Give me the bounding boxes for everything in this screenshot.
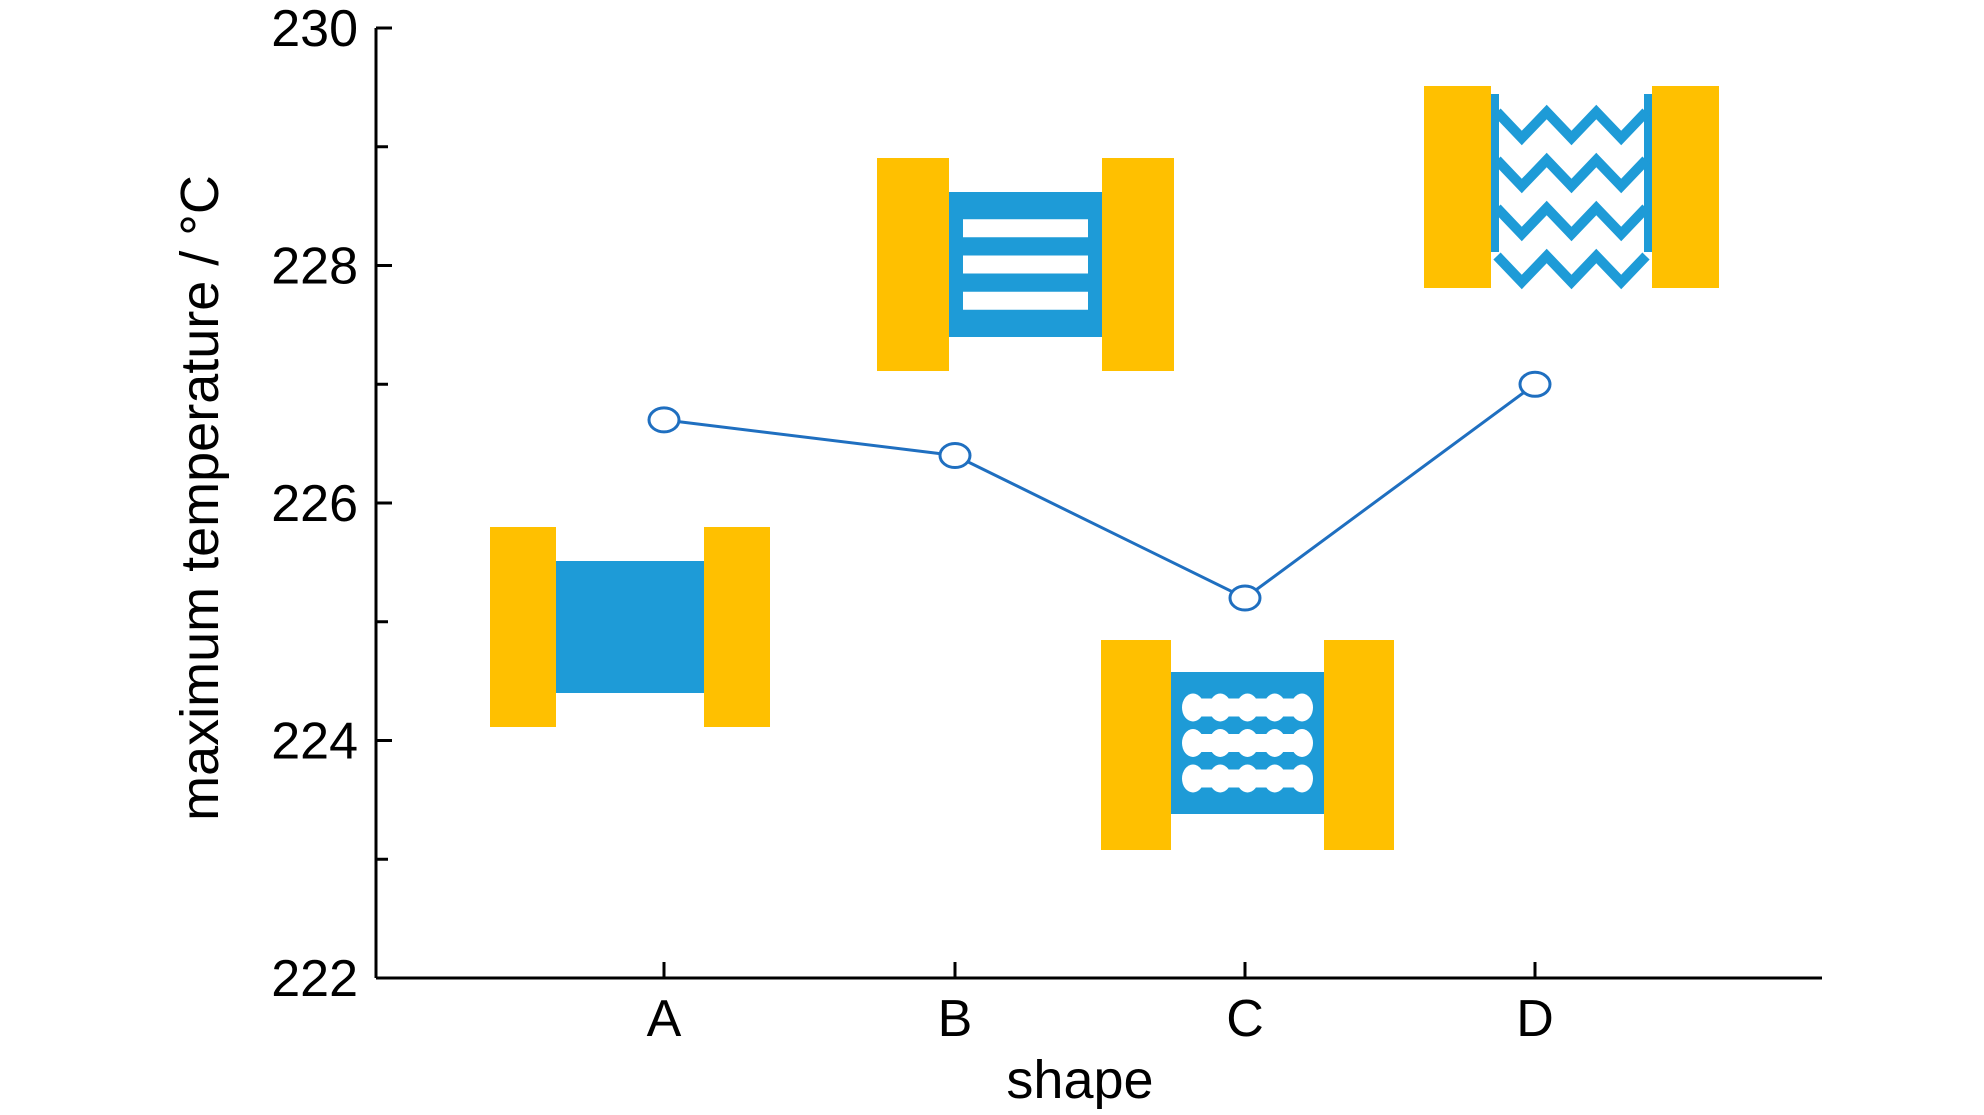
inset-bead — [1263, 693, 1286, 722]
x-tick-label: D — [1516, 990, 1554, 1048]
inset-shape-d — [1424, 86, 1719, 290]
inset-zigzag-strip — [1493, 200, 1650, 242]
y-axis-title: maximum temperature / °C — [170, 175, 230, 821]
series — [647, 370, 1552, 612]
inset-bead — [1236, 693, 1259, 722]
inset-slot — [963, 255, 1088, 274]
y-tick-label: 226 — [271, 475, 358, 533]
inset-right-electrode — [1324, 640, 1394, 850]
inset-bead — [1209, 764, 1232, 793]
inset-bead — [1291, 764, 1313, 793]
inset-slot — [963, 291, 1088, 310]
data-point-c — [1228, 584, 1262, 612]
inset-right-electrode — [704, 527, 770, 727]
inset-bead — [1236, 764, 1259, 793]
inset-left-electrode — [490, 527, 556, 727]
data-point-a — [647, 406, 681, 434]
inset-left-electrode — [1424, 86, 1491, 288]
inset-bead — [1291, 729, 1313, 757]
data-point-b — [938, 442, 972, 469]
shape-insets — [490, 86, 1719, 850]
x-tick-label: A — [647, 990, 682, 1048]
inset-channel-edge — [1644, 94, 1652, 252]
x-tick-label: B — [938, 990, 973, 1048]
x-axis-title: shape — [1006, 1050, 1153, 1110]
y-tick-label: 228 — [271, 238, 358, 296]
y-tick-label: 222 — [271, 950, 358, 1008]
inset-bead — [1291, 693, 1313, 722]
inset-left-electrode — [877, 158, 949, 371]
inset-bead — [1182, 729, 1204, 757]
inset-shape-c — [1101, 640, 1394, 850]
inset-zigzag-strip — [1493, 104, 1650, 146]
series-line — [663, 383, 1536, 600]
inset-bead — [1209, 693, 1232, 722]
inset-bead — [1182, 764, 1204, 793]
inset-right-electrode — [1102, 158, 1174, 371]
data-point-d — [1518, 370, 1552, 398]
x-tick-label: C — [1226, 990, 1264, 1048]
inset-channel-edge — [1491, 94, 1499, 252]
inset-shape-b — [877, 158, 1174, 371]
inset-bead — [1263, 729, 1286, 757]
inset-shape-a — [490, 527, 770, 727]
y-tick-label: 224 — [271, 713, 358, 771]
y-tick-label: 230 — [271, 0, 358, 58]
inset-bead — [1209, 729, 1232, 757]
inset-zigzag-strip — [1493, 248, 1650, 290]
inset-bead — [1263, 764, 1286, 793]
inset-right-electrode — [1652, 86, 1719, 288]
inset-bead — [1182, 693, 1204, 722]
inset-bead — [1236, 729, 1259, 757]
inset-channel — [556, 561, 704, 693]
inset-zigzag-strip — [1493, 152, 1650, 194]
inset-left-electrode — [1101, 640, 1171, 850]
inset-slot — [963, 219, 1088, 238]
